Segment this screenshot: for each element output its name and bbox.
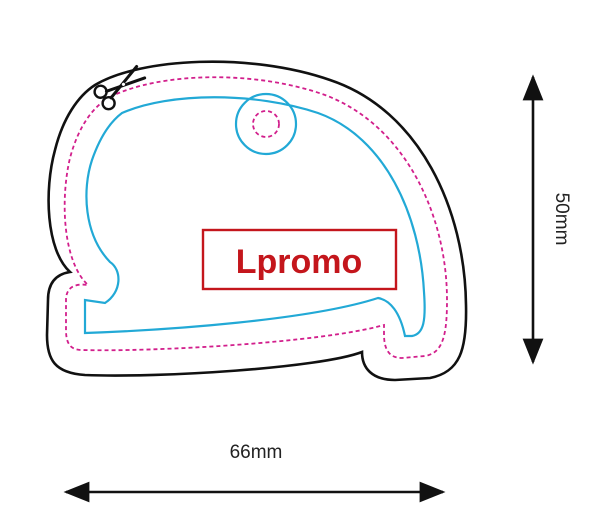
width-dimension-label: 66mm (230, 442, 283, 463)
logo-text: Lpromo (236, 243, 363, 281)
safe-line (83, 96, 426, 338)
logo: Lpromo (201, 228, 398, 291)
cut-line (63, 76, 448, 359)
outer-outline (45, 60, 468, 382)
logo-frame (201, 228, 398, 291)
height-dimension-label: 50mm (551, 193, 572, 246)
scissors-icon (93, 65, 147, 111)
hole-outer (234, 92, 298, 156)
hole-inner-cut (252, 110, 280, 138)
